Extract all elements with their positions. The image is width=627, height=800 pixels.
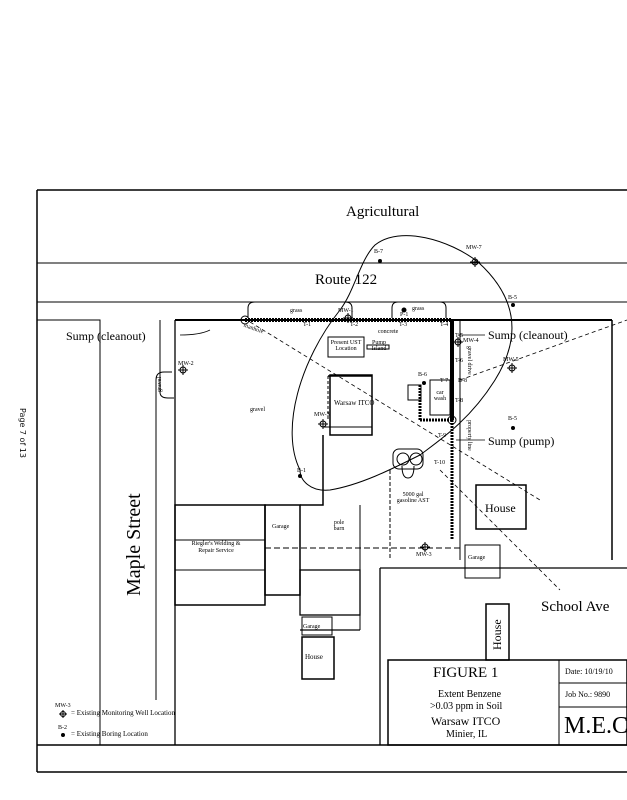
property-line-label: property line (466, 420, 472, 451)
boring-label: P-1 (400, 312, 409, 318)
garage-middle-label: Garage (272, 524, 290, 530)
ast-tank (392, 448, 424, 470)
legend-mw-tag: MW-3 (55, 703, 71, 709)
job-number: Job No.: 9890 (565, 690, 611, 699)
boring-b5a (511, 303, 515, 307)
pole-barn-label: pole barn (333, 520, 345, 532)
figure-line2: >0.03 ppm in Soil (430, 701, 503, 712)
garage-east (464, 544, 501, 579)
grass-right-label: grass (412, 306, 425, 312)
well-marker-mw7 (470, 257, 480, 267)
sump-pump-label: Sump (pump) (488, 434, 555, 448)
boring-b1 (298, 474, 302, 478)
pump-island (366, 344, 390, 350)
gravel-label: gravel (250, 407, 265, 413)
well-label: MW-5 (503, 357, 519, 363)
present-ust-label: Present UST Location (330, 340, 362, 352)
school-ave-label: School Ave (541, 599, 610, 615)
well-label: MW-1 (338, 308, 354, 314)
boring-b5b (511, 426, 515, 430)
well-label: MW-3 (314, 412, 330, 418)
company-name: M.E.C (564, 713, 627, 739)
well-label: MW-4 (463, 338, 479, 344)
boring-p1 (401, 307, 407, 313)
maple-street-label: Maple Street (123, 493, 145, 596)
well-marker-mw3a (318, 419, 328, 429)
boring-label: B-1 (297, 468, 306, 474)
well-label: MW-7 (466, 245, 482, 251)
benzene-extent-boundary (291, 235, 513, 491)
concrete-label: concrete (378, 329, 399, 335)
site-location: Minier, IL (446, 729, 488, 740)
well-marker-mw2 (178, 365, 188, 375)
figure-title: FIGURE 1 (433, 665, 499, 681)
trench-label: T-3 (399, 322, 408, 328)
well-marker-mw5 (507, 363, 517, 373)
legend-b-text: = Existing Boring Location (71, 730, 148, 738)
boring-label: B-5 (508, 416, 517, 422)
gravel-drive-label: gravel drive (466, 346, 472, 375)
pump-island-label: Pump Island (371, 340, 387, 352)
house-small (301, 636, 335, 680)
house-east-label: House (485, 501, 516, 515)
garage-small (301, 616, 333, 636)
boring-label: B-6 (418, 372, 427, 378)
sump-cleanout-west-label: Sump (cleanout) (66, 329, 146, 343)
rieglers-label: Riegler's Welding & Repair Service (191, 541, 241, 555)
trench-label: T-4 (440, 322, 449, 328)
well-label: MW-2 (178, 361, 194, 367)
legend-mw-text: = Existing Monitoring Well Location (71, 709, 175, 717)
trench-label: T-8 (455, 398, 464, 404)
well-marker-mw1 (343, 313, 353, 323)
legend-b-tag: B-2 (58, 725, 67, 731)
grass-left-label: grass (290, 308, 303, 314)
legend-markers (59, 710, 67, 737)
house-east (475, 484, 527, 530)
warsaw-itco-label: Warsaw ITCO (334, 399, 375, 407)
car-wash (429, 379, 451, 416)
agricultural-label: Agricultural (346, 204, 420, 220)
manhole-icon (240, 315, 250, 325)
route-122-label: Route 122 (315, 272, 378, 288)
house-south-label: House (490, 619, 504, 650)
sump-cleanout-east-label: Sump (cleanout) (488, 328, 568, 342)
trench-label: T-2 (350, 322, 359, 328)
trench-label: T-10 (434, 460, 446, 466)
ast-label: 5000 gal gasoline AST (396, 492, 430, 504)
title-block (387, 659, 627, 746)
garage-east-label: Garage (468, 555, 486, 561)
boring-label: B-5 (508, 295, 517, 301)
west-parcel (37, 319, 101, 745)
boring-b7 (378, 259, 382, 263)
present-ust (327, 336, 365, 358)
gravel-small-label: gravel (157, 377, 163, 392)
boring-label: B-7 (374, 249, 383, 255)
itco-building (329, 374, 373, 436)
garage-middle (264, 504, 301, 596)
site-name: Warsaw ITCO (431, 714, 501, 728)
car-wash-label: car wash (433, 390, 447, 402)
trench-label: T-7 (440, 378, 449, 384)
garage-small-label: Garage (303, 624, 321, 630)
figure-line1: Extent Benzene (438, 689, 502, 700)
trench-label: B-8 (458, 378, 467, 384)
well-label: MW-3 (416, 552, 432, 558)
trench-label: T-9 (438, 433, 447, 439)
well-marker-mw3b (420, 542, 430, 552)
boring-b6 (422, 381, 426, 385)
house-small-label: House (305, 653, 323, 661)
trench-label: T-6 (455, 358, 464, 364)
well-marker-mw4 (453, 337, 463, 347)
date-field: Date: 10/19/10 (565, 667, 613, 676)
page-number: Page 7 of 13 (18, 408, 27, 458)
trench-label: T-5 (455, 333, 464, 339)
trench-label: T-1 (303, 322, 312, 328)
